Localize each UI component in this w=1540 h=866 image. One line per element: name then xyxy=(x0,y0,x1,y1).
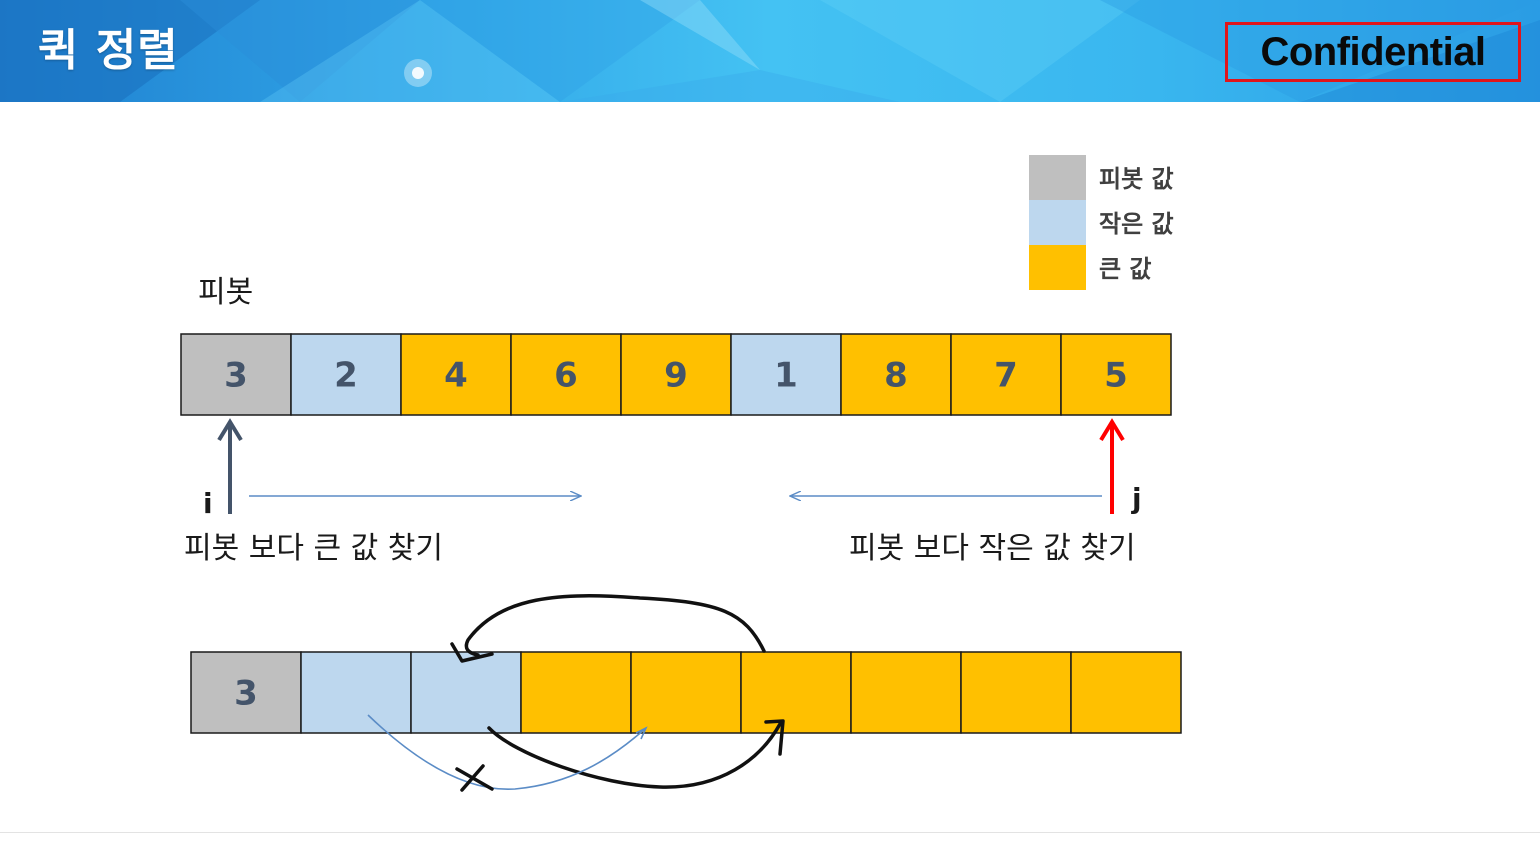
top-array-cell-value-3: 6 xyxy=(554,356,578,396)
rejected-move-curve xyxy=(367,714,647,790)
bottom-array-cell-5 xyxy=(740,651,852,734)
top-array-cell-2 xyxy=(400,333,512,416)
top-array-cell-value-1: 2 xyxy=(334,356,358,396)
top-array-cell-1 xyxy=(290,333,402,416)
legend-swatch-large xyxy=(1029,245,1086,290)
swap-arrowhead-bottom xyxy=(764,719,785,756)
legend: 피봇 값 작은 값 큰 값 xyxy=(1029,155,1174,290)
top-array-cell-5 xyxy=(730,333,842,416)
legend-label-large: 큰 값 xyxy=(1099,255,1152,283)
j-caption: 피봇 보다 작은 값 찾기 xyxy=(849,531,1136,566)
j-label: j xyxy=(1131,482,1142,515)
swap-arrowhead-top xyxy=(450,642,494,663)
top-array-cell-value-2: 4 xyxy=(444,356,468,396)
i-label: i xyxy=(203,487,213,520)
top-array-cell-value-0: 3 xyxy=(224,356,248,396)
bottom-array-cell-2 xyxy=(410,651,522,734)
top-array-cell-value-4: 9 xyxy=(664,356,688,396)
cross-mark-icon xyxy=(455,764,494,792)
swap-annotations xyxy=(367,594,785,792)
top-array: 3 2 4 6 9 1 8 7 5 xyxy=(180,333,1172,416)
bottom-array-cell-0 xyxy=(190,651,302,734)
j-pointer xyxy=(1099,418,1125,514)
legend-swatch-pivot xyxy=(1029,155,1086,200)
bottom-array: 3 xyxy=(190,651,1182,734)
bottom-array-cell-6 xyxy=(850,651,962,734)
top-array-cell-0 xyxy=(180,333,292,416)
footer-divider xyxy=(0,832,1540,833)
i-pointer xyxy=(217,418,243,514)
legend-label-small: 작은 값 xyxy=(1099,210,1174,238)
top-array-cell-3 xyxy=(510,333,622,416)
top-array-cell-8 xyxy=(1060,333,1172,416)
legend-swatch-small xyxy=(1029,200,1086,245)
pivot-label: 피봇 xyxy=(198,275,253,310)
swap-curve-top xyxy=(464,594,766,657)
bottom-array-cell-1 xyxy=(300,651,412,734)
bottom-array-cell-8 xyxy=(1070,651,1182,734)
top-array-cell-value-5: 1 xyxy=(774,356,798,396)
top-array-cell-value-8: 5 xyxy=(1104,356,1128,396)
top-array-cell-6 xyxy=(840,333,952,416)
title-bar: 퀵 정렬 Confidential xyxy=(0,0,1540,102)
top-array-cell-7 xyxy=(950,333,1062,416)
top-array-cell-value-7: 7 xyxy=(994,356,1018,396)
bottom-array-cell-7 xyxy=(960,651,1072,734)
confidential-label: Confidential xyxy=(1260,29,1486,74)
legend-label-pivot: 피봇 값 xyxy=(1099,165,1174,193)
slide-title: 퀵 정렬 xyxy=(38,25,179,76)
top-array-cell-4 xyxy=(620,333,732,416)
bottom-array-cell-value-0: 3 xyxy=(234,674,258,714)
bottom-array-cell-4 xyxy=(630,651,742,734)
confidential-badge: Confidential xyxy=(1225,22,1521,82)
i-caption: 피봇 보다 큰 값 찾기 xyxy=(184,531,443,566)
top-array-cell-value-6: 8 xyxy=(884,356,908,396)
swap-curve-bottom xyxy=(487,722,782,789)
bottom-array-cell-3 xyxy=(520,651,632,734)
